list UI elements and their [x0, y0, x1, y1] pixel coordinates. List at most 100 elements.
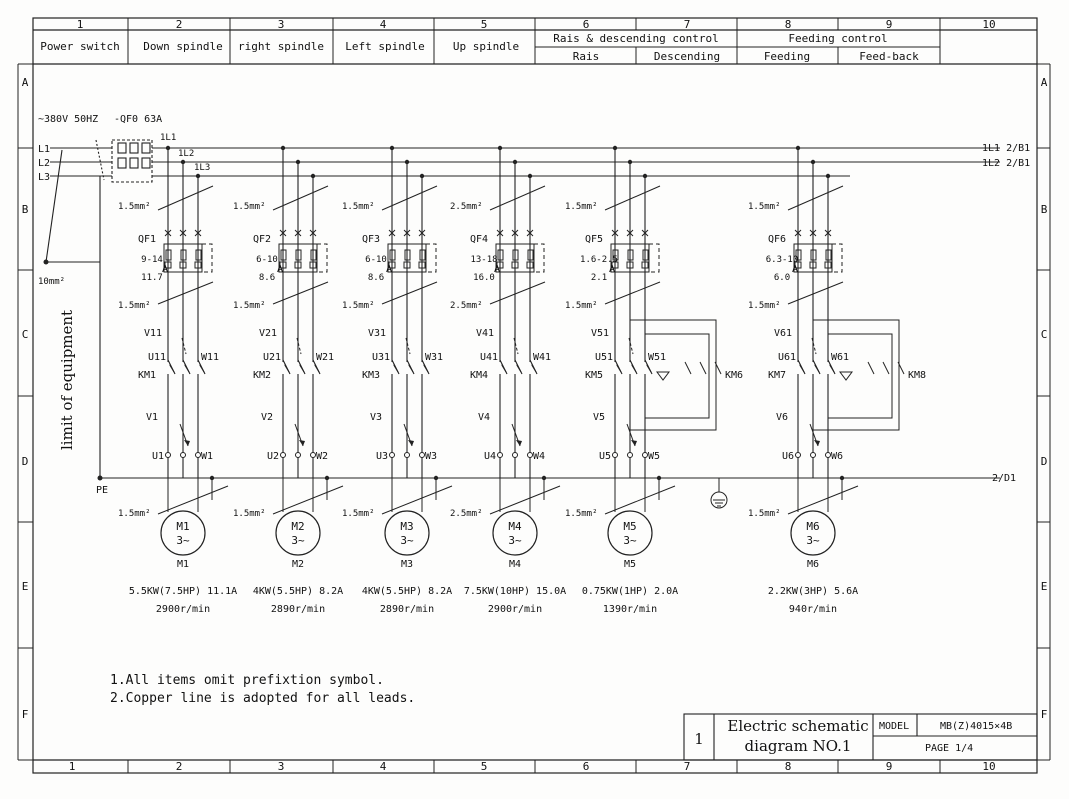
header-right-spindle: right spindle: [238, 40, 324, 53]
row-letter: E: [1041, 580, 1048, 593]
motor-speed: 2890r/min: [380, 604, 434, 615]
breaker-unit: A: [162, 264, 168, 275]
phase-l2: L2: [38, 158, 50, 169]
row-letter: B: [22, 203, 29, 216]
breaker-label: QF3: [362, 234, 380, 245]
drawing-title-line2: diagram NO.1: [745, 737, 852, 755]
note-line: 1.All items omit prefixtion symbol.: [110, 673, 384, 688]
header-power-switch: Power switch: [40, 40, 119, 53]
column-number: 4: [380, 760, 387, 773]
motor-name: M6: [807, 559, 819, 570]
breaker-range: 13-18: [470, 255, 497, 265]
terminal-w2: W4: [533, 451, 545, 462]
terminal-u2: U3: [376, 451, 388, 462]
terminal-w1: W61: [831, 352, 849, 363]
row-letter: F: [1041, 708, 1048, 721]
column-number: 6: [583, 760, 590, 773]
breaker-setting: 8.6: [368, 273, 384, 283]
column-number: 5: [481, 760, 488, 773]
motor-speed: 2900r/min: [488, 604, 542, 615]
breaker-setting: 2.1: [591, 273, 607, 283]
wire-size-top: 1.5mm²: [748, 202, 781, 212]
motor-power: 7.5KW(10HP) 15.0A: [464, 586, 566, 597]
column-number: 1: [77, 18, 84, 31]
wire-size-mid: 1.5mm²: [748, 301, 781, 311]
contactor-label: KM7: [768, 370, 786, 381]
row-letter: B: [1041, 203, 1048, 216]
terminal-u1: U61: [778, 352, 796, 363]
model-value: MB(Z)4015×4B: [940, 721, 1012, 732]
terminal-w2: W6: [831, 451, 843, 462]
column-number: 9: [886, 18, 893, 31]
column-number: 7: [684, 18, 691, 31]
motor-power: 4KW(5.5HP) 8.2A: [362, 586, 452, 597]
terminal-w1: W51: [648, 352, 666, 363]
breaker-setting: 16.0: [473, 273, 495, 283]
motor-phase-label: 3~: [291, 534, 305, 547]
motor-speed: 940r/min: [789, 604, 837, 615]
motor-number-label: M5: [623, 520, 636, 533]
terminal-u2: U5: [599, 451, 611, 462]
breaker-setting: 8.6: [259, 273, 275, 283]
motor-number-label: M4: [508, 520, 522, 533]
row-letter: C: [22, 328, 29, 341]
motor-phase-label: 3~: [806, 534, 820, 547]
motor-icon: [275, 510, 321, 556]
motor-power: 2.2KW(3HP) 5.6A: [768, 586, 858, 597]
bus-1l3: 1L3: [194, 163, 210, 173]
model-label: MODEL: [879, 721, 909, 732]
terminal-v2: V6: [776, 412, 788, 423]
motor-power: 4KW(5.5HP) 8.2A: [253, 586, 343, 597]
interlock-icon: [839, 371, 853, 381]
terminal-v1: V41: [476, 328, 494, 339]
breaker-setting: 11.7: [141, 273, 163, 283]
terminal-u1: U31: [372, 352, 390, 363]
motor-speed: 2890r/min: [271, 604, 325, 615]
breaker-label: QF1: [138, 234, 156, 245]
main-switch-label: -QF0 63A: [114, 114, 162, 125]
pe-label: PE: [96, 485, 108, 496]
motor-number-label: M1: [176, 520, 189, 533]
reverse-contactor-label: KM8: [908, 370, 926, 381]
terminal-u2: U1: [152, 451, 164, 462]
column-number: 10: [982, 18, 995, 31]
motor-number-label: M3: [400, 520, 413, 533]
breaker-unit: A: [792, 264, 798, 275]
breaker-label: QF6: [768, 234, 786, 245]
terminal-u2: U2: [267, 451, 279, 462]
column-number: 1: [69, 760, 76, 773]
supply-voltage: ~380V 50HZ: [38, 114, 98, 125]
motor-name: M5: [624, 559, 636, 570]
breaker-range: 6.3-10: [766, 255, 799, 265]
terminal-v2: V4: [478, 412, 490, 423]
motor-name: M4: [509, 559, 521, 570]
motor-name: M3: [401, 559, 413, 570]
terminal-v2: V5: [593, 412, 605, 423]
terminal-v1: V21: [259, 328, 277, 339]
pe-ref: 2/D1: [992, 473, 1016, 484]
row-letter: D: [22, 455, 29, 468]
header-left-spindle: Left spindle: [345, 40, 424, 53]
header-up-spindle: Up spindle: [453, 40, 519, 53]
column-number: 6: [583, 18, 590, 31]
motor-icon: [160, 510, 206, 556]
phase-l3: L3: [38, 172, 50, 183]
bus-1l1: 1L1: [160, 133, 176, 143]
terminal-w2: W1: [201, 451, 213, 462]
terminal-w2: W2: [316, 451, 328, 462]
terminal-u1: U11: [148, 352, 166, 363]
terminal-w1: W41: [533, 352, 551, 363]
column-number: 8: [785, 18, 792, 31]
wire-size-bottom: 2.5mm²: [450, 509, 483, 519]
header-rais: Rais: [573, 50, 600, 63]
wire-size-bottom: 1.5mm²: [748, 509, 781, 519]
wire-size-top: 1.5mm²: [565, 202, 598, 212]
wire-size-bottom: 1.5mm²: [118, 509, 151, 519]
breaker-label: QF4: [470, 234, 488, 245]
motor-speed: 2900r/min: [156, 604, 210, 615]
column-number: 3: [278, 18, 285, 31]
ground-wire-size: 10mm²: [38, 277, 65, 287]
motor-name: M2: [292, 559, 304, 570]
terminal-v1: V61: [774, 328, 792, 339]
motor-phase-label: 3~: [400, 534, 414, 547]
